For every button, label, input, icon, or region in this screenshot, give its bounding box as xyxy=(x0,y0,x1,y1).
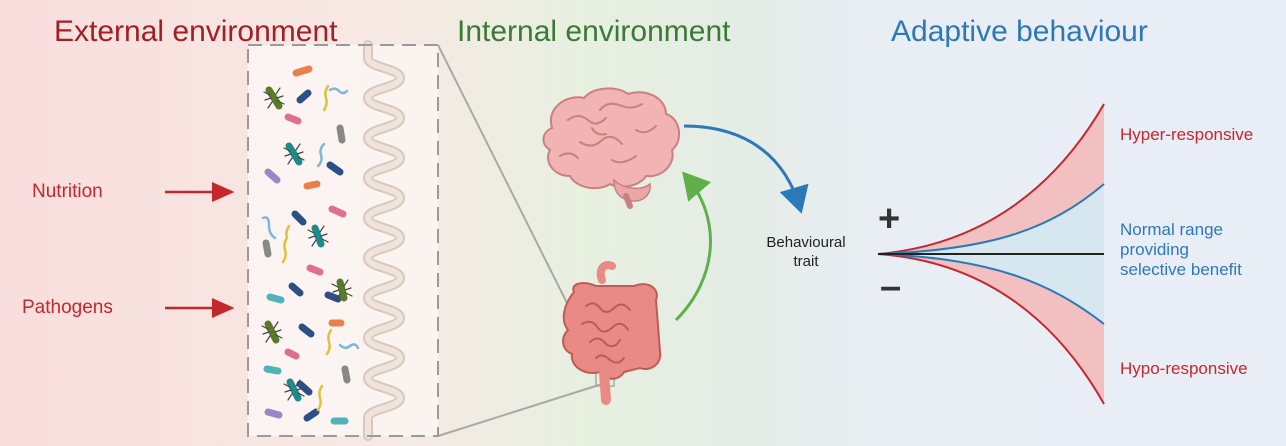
brain-icon xyxy=(543,88,679,206)
response-distribution xyxy=(878,104,1104,404)
trait-line-2: trait xyxy=(760,252,852,271)
gut-brain-arrow xyxy=(676,176,710,320)
brain-trait-arrow xyxy=(684,126,800,208)
hyper-responsive-label: Hyper-responsive xyxy=(1120,124,1253,146)
gut-lumen-panel xyxy=(248,45,438,436)
nutrition-label: Nutrition xyxy=(32,181,103,203)
hypo-responsive-label: Hypo-responsive xyxy=(1120,358,1248,380)
plus-sign: + xyxy=(878,200,900,238)
zoom-line-bottom xyxy=(438,384,602,436)
minus-sign: – xyxy=(880,268,901,306)
behavioural-trait-label: Behavioural trait xyxy=(760,233,852,271)
trait-line-1: Behavioural xyxy=(760,233,852,252)
normal-line-1: Normal range xyxy=(1120,220,1242,240)
pathogens-label: Pathogens xyxy=(22,297,113,319)
normal-line-2: providing xyxy=(1120,240,1242,260)
intestine-icon xyxy=(563,265,660,400)
normal-range-label: Normal range providing selective benefit xyxy=(1120,220,1242,280)
normal-line-3: selective benefit xyxy=(1120,260,1242,280)
